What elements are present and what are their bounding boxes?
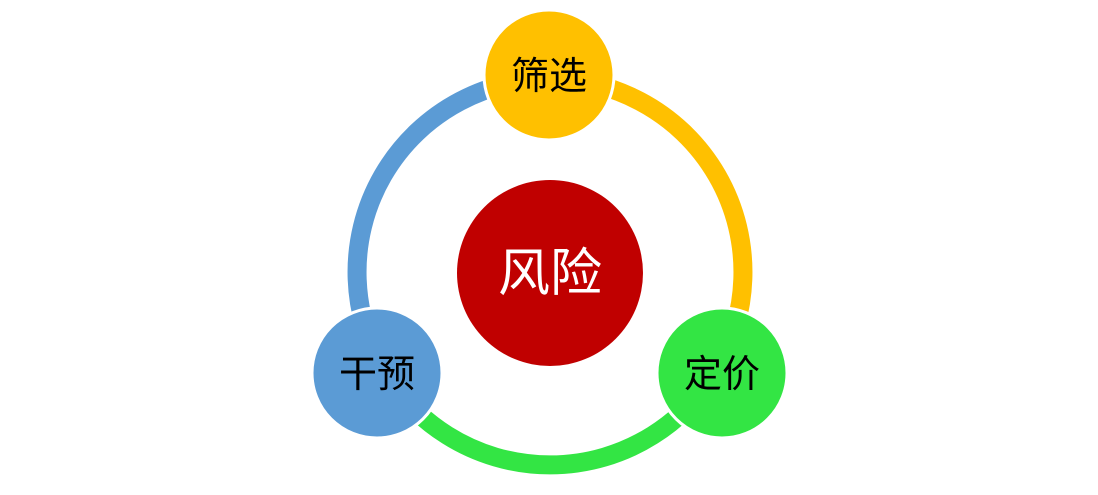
node-circle-right [655,306,789,440]
node-pricing: 定价 [655,306,789,440]
center-circle [457,180,643,366]
center-label: 风险 [498,244,602,304]
node-screening: 筛选 [482,8,616,142]
node-label-right: 定价 [684,352,760,396]
node-label-left: 干预 [339,352,415,396]
node-intervention: 干预 [310,306,444,440]
node-circle-left [310,306,444,440]
node-circle-top [482,8,616,142]
center-node-risk: 风险 [457,180,643,366]
node-label-top: 筛选 [511,54,587,98]
